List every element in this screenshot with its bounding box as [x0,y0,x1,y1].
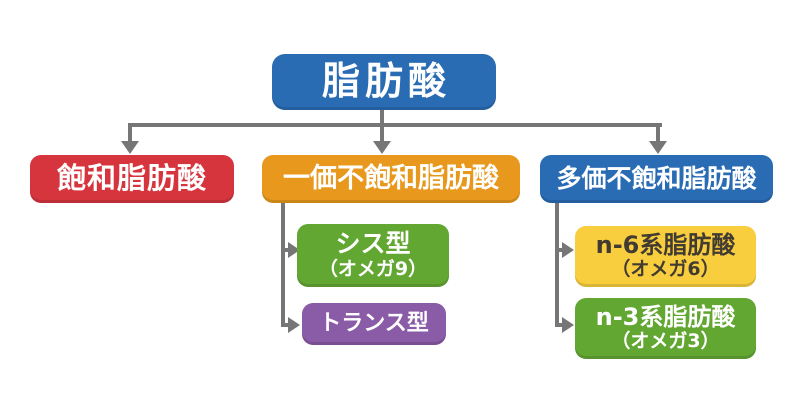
node-label: 一価不飽和脂肪酸 [283,163,499,195]
node-sublabel: （オメガ6） [611,258,720,281]
node-label: 多価不飽和脂肪酸 [556,163,757,193]
node-sublabel: （オメガ9） [318,257,428,280]
arrow-down-icon [121,141,139,154]
connector-mono-stem [281,203,285,327]
node-label: n-6系脂肪酸 [595,230,736,259]
connector-drop-right [656,123,660,142]
connector-poly-stem [555,203,559,327]
node-label: 脂肪酸 [321,59,451,104]
arrow-down-icon [373,141,391,154]
node-label: n-3系脂肪酸 [595,302,736,331]
node-monounsaturated-fatty-acid: 一価不飽和脂肪酸 [262,155,520,203]
node-trans-type: トランス型 [302,303,446,345]
connector-horizontal-bar [128,123,662,127]
connector-poly-branch-n6 [555,248,565,252]
node-n6-fatty-acid: n-6系脂肪酸 （オメガ6） [575,226,756,287]
node-saturated-fatty-acid: 飽和脂肪酸 [30,155,234,203]
node-sublabel: （オメガ3） [611,330,720,353]
arrow-right-icon [562,242,574,258]
node-label: シス型 [335,229,411,259]
connector-mono-branch-trans [281,323,291,327]
connector-mono-branch-cis [281,248,291,252]
connector-drop-center [380,127,384,142]
node-label: トランス型 [319,311,429,337]
connector-poly-branch-n3 [555,323,565,327]
arrow-right-icon [562,317,574,333]
node-cis-type: シス型 （オメガ9） [297,224,449,287]
connector-drop-left [128,123,132,142]
node-fatty-acid-root: 脂肪酸 [272,54,496,110]
arrow-down-icon [649,141,667,154]
arrow-right-icon [288,317,300,333]
connector-root-stem [380,110,384,127]
node-label: 飽和脂肪酸 [56,161,207,196]
node-polyunsaturated-fatty-acid: 多価不飽和脂肪酸 [540,155,773,203]
node-n3-fatty-acid: n-3系脂肪酸 （オメガ3） [575,298,756,359]
